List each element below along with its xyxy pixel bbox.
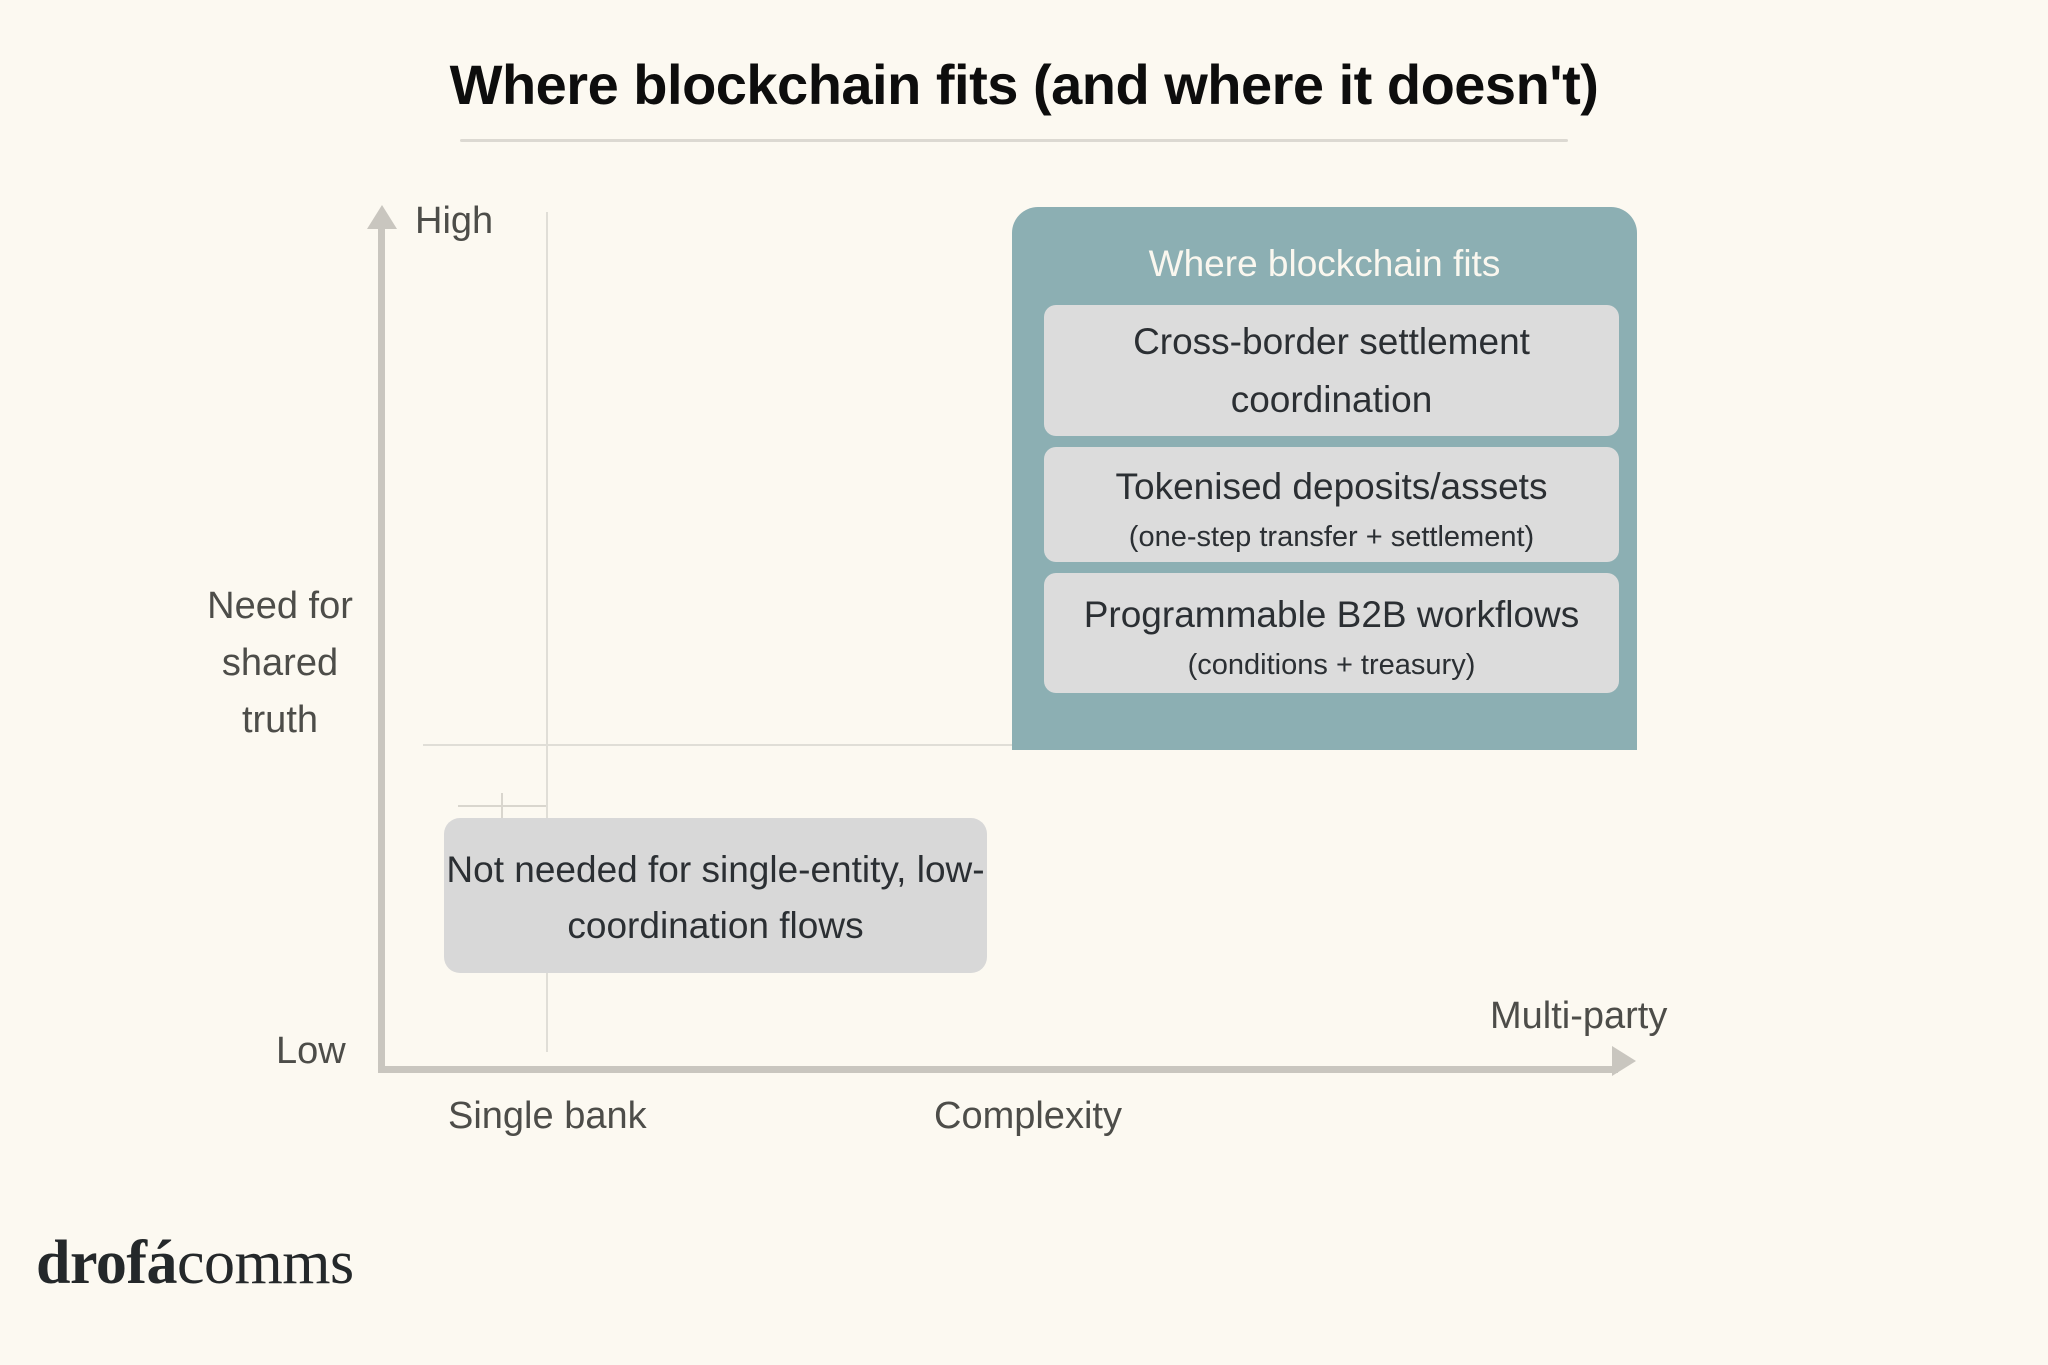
fit-card-secondary: (one-step transfer + settlement) [1128, 521, 1535, 553]
gridline-vertical [546, 212, 548, 1052]
y-axis-low-label: Low [276, 1030, 346, 1072]
y-axis-high-label: High [415, 200, 494, 242]
y-axis-line [378, 225, 385, 1073]
not-needed-region: Not needed for single-entity, low-coordi… [444, 818, 987, 973]
fit-card-primary: Cross-border settlement coordination [1133, 321, 1530, 420]
brand-logo: drofácomms [36, 1228, 354, 1299]
fit-card-primary: Tokenised deposits/assets [1115, 466, 1548, 507]
x-axis-line [378, 1066, 1618, 1073]
fit-card: Cross-border settlement coordination [1044, 305, 1619, 436]
brand-logo-part-two: comms [177, 1229, 354, 1297]
page-title: Where blockchain fits (and where it does… [449, 53, 1599, 116]
fit-card: Programmable B2B workflows (conditions +… [1044, 573, 1619, 693]
blockchain-fits-heading: Where blockchain fits [1148, 243, 1501, 284]
fit-card: Tokenised deposits/assets (one-step tran… [1044, 447, 1619, 562]
y-axis-title: Need for shared truth [207, 585, 353, 741]
fit-card-secondary: (conditions + treasury) [1187, 649, 1476, 681]
x-axis-title: Complexity [934, 1095, 1122, 1137]
brand-logo-part-one: drofá [36, 1229, 178, 1297]
x-axis-right-label: Multi-party [1490, 995, 1668, 1037]
x-axis-arrow-icon [1612, 1046, 1636, 1076]
title-divider [460, 139, 1568, 142]
blockchain-fits-region: Where blockchain fits Cross-border settl… [1012, 207, 1637, 750]
fit-card-primary: Programmable B2B workflows [1083, 594, 1580, 635]
axis-tick-vertical [501, 793, 503, 819]
y-axis-arrow-icon [367, 205, 397, 229]
x-axis-left-label: Single bank [448, 1095, 647, 1137]
